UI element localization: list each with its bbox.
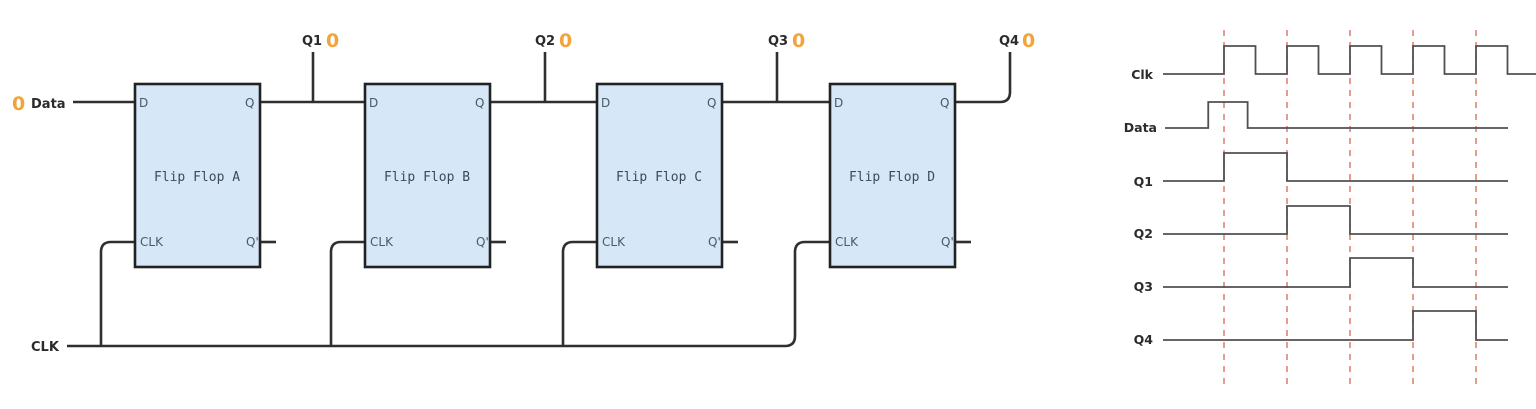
clock-to-c [561, 240, 597, 346]
flip-flop-a: D Q Flip Flop A CLK Q' [133, 82, 262, 269]
flip-flop-name: Flip Flop D [849, 170, 935, 185]
pin-qbar: Q' [246, 235, 259, 249]
q4-wire [955, 52, 1012, 104]
q3-label: Q3 [768, 34, 788, 49]
timing-label-q4: Q4 [1134, 332, 1154, 347]
pin-clk: CLK [370, 235, 394, 249]
waveform-data [1165, 101, 1508, 129]
timing-label-q1: Q1 [1134, 174, 1153, 189]
flip-flop-d: D Q Flip Flop D CLK Q' [828, 82, 957, 269]
pin-q: Q [475, 96, 484, 110]
flip-flop-a-body [133, 82, 262, 269]
q4-value: 0 [1022, 30, 1035, 52]
output-q1: Q1 0 [302, 30, 339, 52]
pin-qbar: Q' [941, 235, 954, 249]
clock-label: CLK [31, 340, 60, 355]
pin-qbar: Q' [476, 235, 489, 249]
flip-flop-c-body [595, 82, 724, 269]
pin-q: Q [707, 96, 716, 110]
timing-label-clk: Clk [1131, 67, 1153, 82]
flip-flop-b: D Q Flip Flop B CLK Q' [363, 82, 492, 269]
output-q4: Q4 0 [999, 30, 1035, 52]
timing-label-q2: Q2 [1134, 226, 1153, 241]
flip-flop-name: Flip Flop C [616, 170, 702, 185]
q1-label: Q1 [302, 34, 322, 49]
waveform-q2 [1163, 205, 1508, 235]
timing-diagram: Clk Data Q1 Q2 Q3 Q4 [1124, 30, 1536, 388]
waveform-q4 [1163, 310, 1508, 341]
flip-flop-c: D Q Flip Flop C CLK Q' [595, 82, 724, 269]
data-input-label: Data [31, 97, 66, 112]
clock-to-b [329, 240, 365, 346]
pin-qbar: Q' [708, 235, 721, 249]
q2-value: 0 [559, 30, 572, 52]
flip-flop-name: Flip Flop B [384, 170, 470, 185]
output-q2: Q2 0 [535, 30, 572, 52]
pin-d: D [139, 96, 148, 110]
q1-value: 0 [326, 30, 339, 52]
clock-to-a [99, 240, 135, 346]
q3-value: 0 [792, 30, 805, 52]
pin-clk: CLK [140, 235, 164, 249]
timing-label-q3: Q3 [1134, 279, 1153, 294]
clock-bus [67, 240, 830, 348]
q4-label: Q4 [999, 34, 1019, 49]
pin-d: D [834, 96, 843, 110]
waveform-clk [1163, 45, 1536, 75]
timing-signals [1163, 45, 1536, 341]
pin-d: D [601, 96, 610, 110]
q2-label: Q2 [535, 34, 555, 49]
flip-flop-name: Flip Flop A [154, 170, 240, 185]
output-q3: Q3 0 [768, 30, 805, 52]
pin-q: Q [245, 96, 254, 110]
timing-label-data: Data [1124, 120, 1157, 135]
flip-flop-b-body [363, 82, 492, 269]
pin-clk: CLK [835, 235, 859, 249]
pin-q: Q [940, 96, 949, 110]
pin-clk: CLK [602, 235, 626, 249]
pin-d: D [369, 96, 378, 110]
waveform-q3 [1163, 257, 1508, 288]
data-input-value: 0 [12, 93, 25, 115]
flip-flop-d-body [828, 82, 957, 269]
waveform-q1 [1163, 152, 1508, 182]
